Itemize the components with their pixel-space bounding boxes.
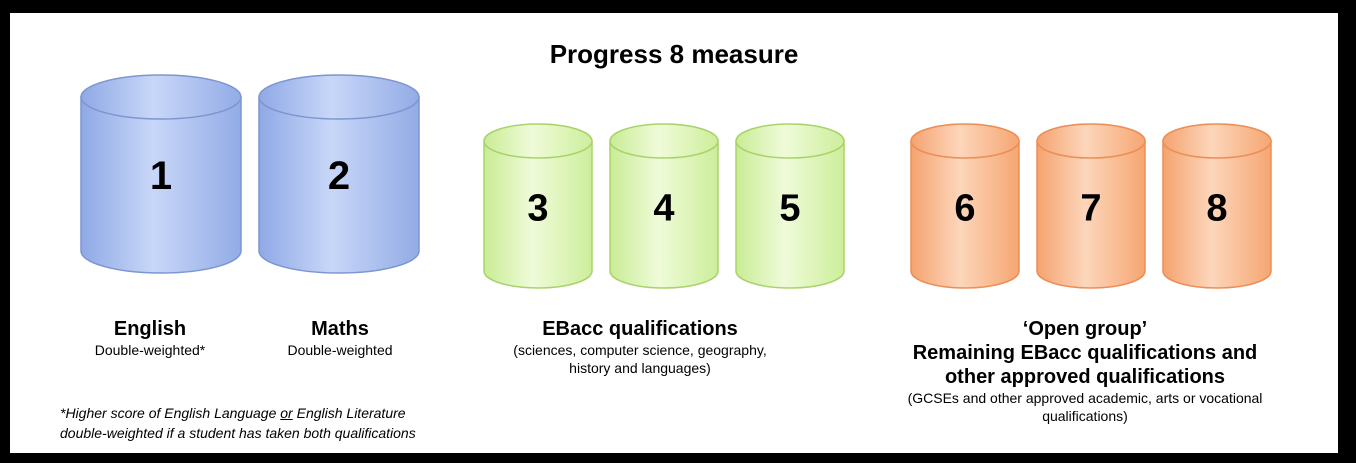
bucket-top bbox=[910, 123, 1020, 159]
caption-open-group: ‘Open group’ Remaining EBacc qualificati… bbox=[850, 317, 1320, 425]
bucket-number: 4 bbox=[653, 187, 674, 229]
open-group-heading-line3: other approved qualifications bbox=[944, 366, 1226, 388]
bucket-number: 5 bbox=[779, 187, 800, 229]
maths-subtext: Double-weighted bbox=[287, 342, 393, 358]
english-subtext: Double-weighted* bbox=[94, 342, 206, 358]
footnote-text-a: *Higher score of English Language bbox=[60, 405, 281, 421]
bucket-number: 6 bbox=[954, 187, 975, 229]
bucket-top bbox=[258, 74, 420, 120]
bucket-number: 2 bbox=[328, 154, 350, 198]
bucket-5: 5 bbox=[735, 123, 845, 289]
open-group-subtext-line1: (GCSEs and other approved academic, arts… bbox=[907, 390, 1263, 406]
bucket-body bbox=[910, 140, 1020, 289]
open-group-subtext-line2: qualifications) bbox=[1042, 408, 1128, 424]
caption-english: English Double-weighted* bbox=[60, 317, 240, 359]
bucket-body bbox=[1162, 140, 1272, 289]
bucket-body bbox=[1036, 140, 1146, 289]
bucket-1: 1 bbox=[80, 74, 242, 274]
bucket-number: 1 bbox=[150, 154, 172, 198]
bucket-body bbox=[80, 96, 242, 274]
bucket-body bbox=[483, 140, 593, 289]
bucket-2: 2 bbox=[258, 74, 420, 274]
page-title: Progress 8 measure bbox=[549, 39, 799, 69]
ebacc-subtext-line1: (sciences, computer science, geography, bbox=[513, 342, 767, 358]
bucket-top bbox=[1036, 123, 1146, 159]
buckets-graphic: 1 2 3 4 5 6 7 8 bbox=[80, 74, 1272, 289]
ebacc-heading: EBacc qualifications bbox=[542, 318, 738, 340]
bucket-number: 7 bbox=[1080, 187, 1101, 229]
bucket-top bbox=[483, 123, 593, 159]
bucket-number: 3 bbox=[527, 187, 548, 229]
bucket-body bbox=[258, 96, 420, 274]
maths-heading: Maths bbox=[311, 318, 369, 340]
bucket-top bbox=[1162, 123, 1272, 159]
bucket-top bbox=[735, 123, 845, 159]
bucket-top bbox=[609, 123, 719, 159]
footnote-or: or bbox=[280, 405, 293, 421]
bucket-3: 3 bbox=[483, 123, 593, 289]
ebacc-subtext-line2: history and languages) bbox=[569, 360, 711, 376]
caption-maths: Maths Double-weighted bbox=[250, 317, 430, 359]
footnote: *Higher score of English Language or Eng… bbox=[60, 403, 580, 443]
bucket-number: 8 bbox=[1206, 187, 1227, 229]
bucket-body bbox=[735, 140, 845, 289]
footnote-text-b: English Literature bbox=[292, 405, 406, 421]
footnote-text-c: double-weighted if a student has taken b… bbox=[60, 425, 416, 441]
bucket-body bbox=[609, 140, 719, 289]
open-group-heading-line2: Remaining EBacc qualifications and bbox=[912, 342, 1258, 364]
bucket-4: 4 bbox=[609, 123, 719, 289]
bucket-8: 8 bbox=[1162, 123, 1272, 289]
bucket-top bbox=[80, 74, 242, 120]
english-heading: English bbox=[113, 318, 187, 340]
bucket-7: 7 bbox=[1036, 123, 1146, 289]
diagram-frame: Progress 8 measure 1 2 3 4 5 6 7 8 English Doub… bbox=[10, 13, 1338, 453]
caption-ebacc: EBacc qualifications (sciences, computer… bbox=[450, 317, 830, 377]
open-group-heading-line1: ‘Open group’ bbox=[1022, 318, 1148, 340]
bucket-6: 6 bbox=[910, 123, 1020, 289]
